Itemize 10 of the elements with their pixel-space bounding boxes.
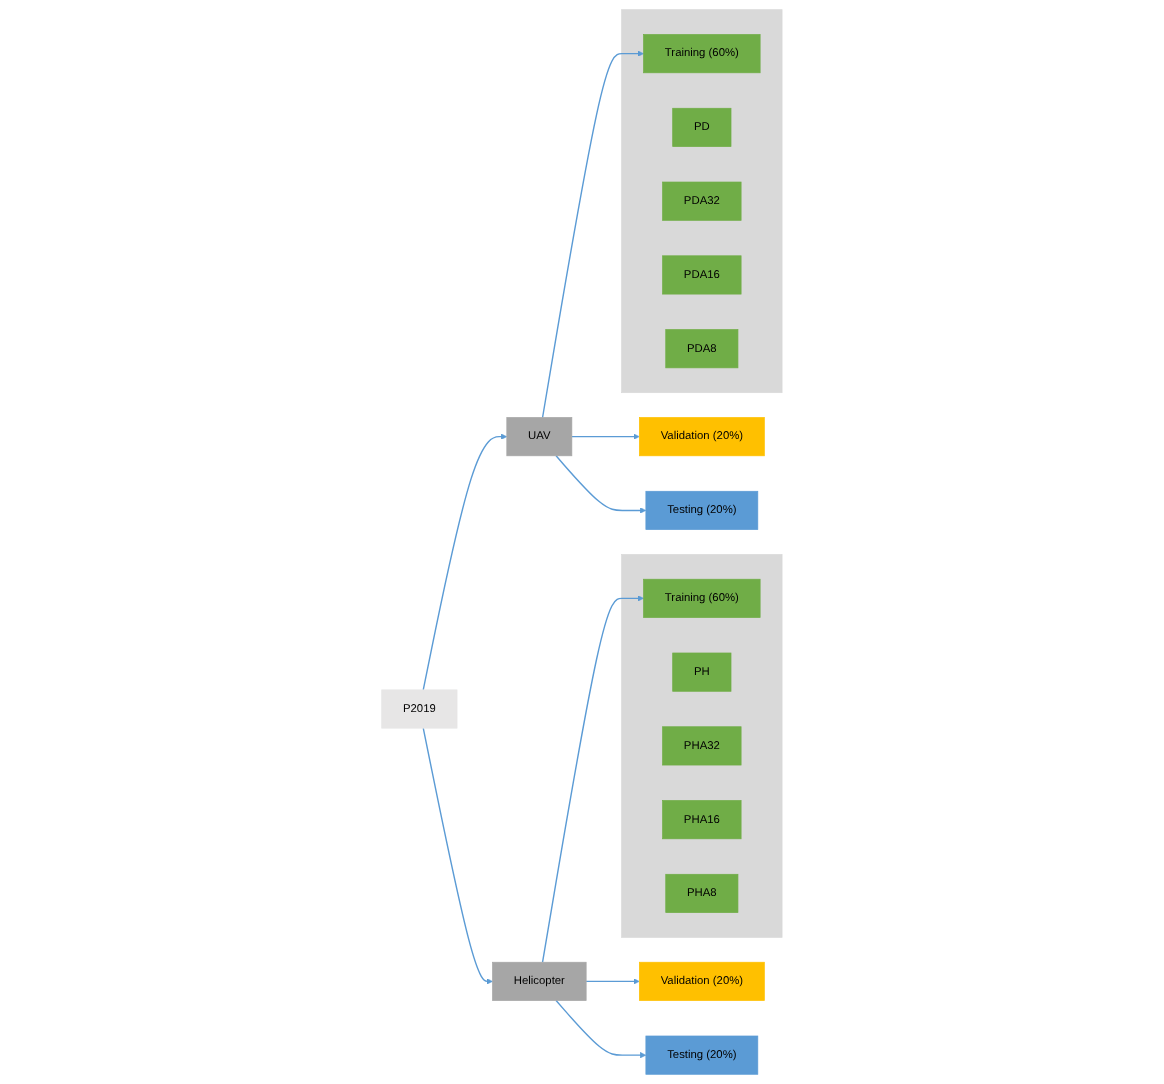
arrow — [571, 433, 640, 440]
arrow — [585, 978, 640, 985]
cluster — [621, 554, 783, 938]
cluster — [621, 9, 783, 394]
arrow — [422, 727, 493, 985]
arrow — [422, 433, 508, 691]
arrow — [542, 50, 644, 419]
arrow — [542, 595, 644, 963]
arrow — [555, 455, 647, 514]
arrow — [555, 999, 647, 1059]
